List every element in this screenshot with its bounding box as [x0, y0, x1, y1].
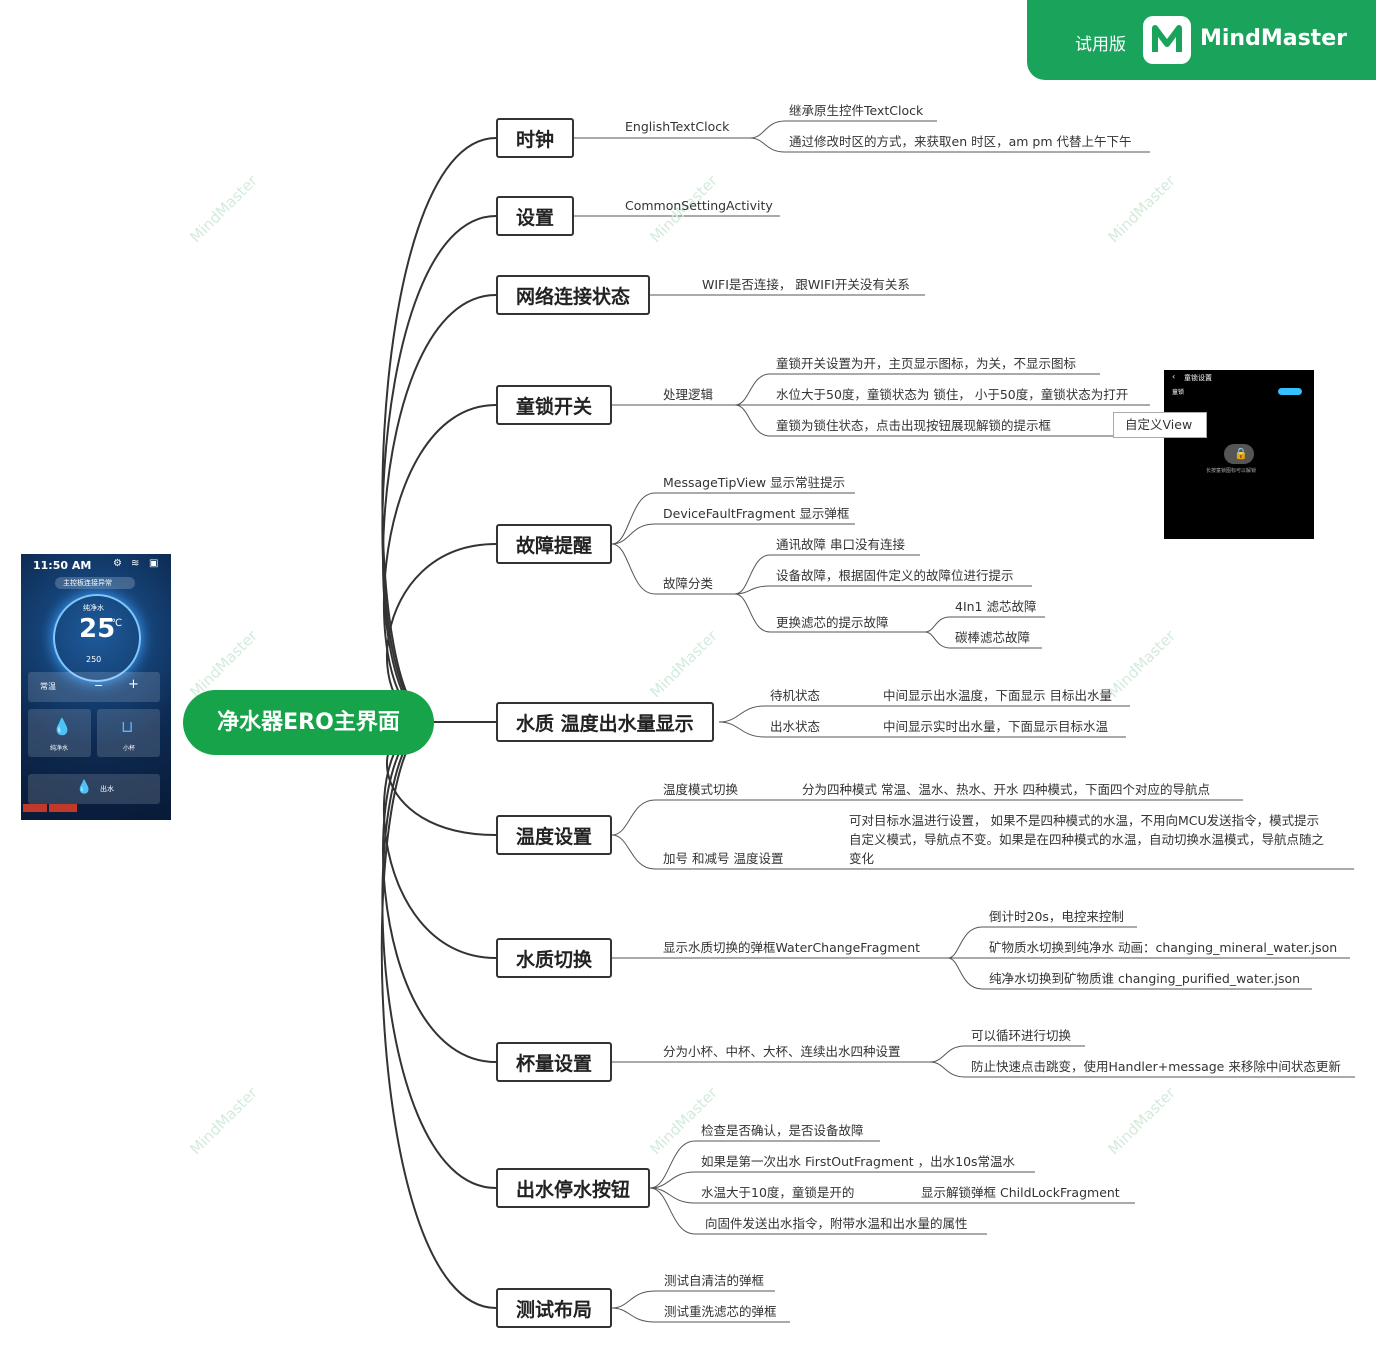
label-button-extra: 显示解锁弹框 ChildLockFragment — [921, 1185, 1120, 1200]
lock-screen-title: 童锁设置 — [1184, 374, 1212, 382]
wifi-icon: ≋ — [131, 558, 140, 569]
label-quality-desc: 中间显示出水温度，下面显示 目标出水量 — [883, 688, 1112, 703]
phone-unit: ℃ — [111, 618, 123, 629]
label-custom-view: 自定义View — [1125, 417, 1193, 432]
red-tag — [49, 804, 77, 812]
label-childlock-leaf: 童锁开关设置为开，主页显示图标，为关，不显示图标 — [776, 356, 1077, 371]
label-cup-leaf: 防止快速点击跳变，使用Handler+message 来移除中间状态更新 — [971, 1059, 1341, 1074]
node-settings: 设置 — [496, 196, 575, 236]
label-childlock-leaf: 童锁为锁住状态，点击出现按钮展现解锁的提示框 — [776, 418, 1052, 433]
childlock-toggle[interactable] — [1278, 388, 1302, 395]
label-button-leaf: 向固件发送出水指令，附带水温和出水量的属性 — [705, 1216, 968, 1231]
label-quality-state: 出水状态 — [770, 719, 821, 734]
label-temp-child: 加号 和减号 温度设置 — [663, 851, 784, 866]
label-test-leaf: 测试重洗滤芯的弹框 — [664, 1304, 777, 1319]
label-temp-desc: 变化 — [849, 851, 875, 866]
label-button-leaf: 水温大于10度，童锁是开的 — [701, 1185, 855, 1200]
label-cup-leaf: 可以循环进行切换 — [971, 1028, 1072, 1043]
node-quality: 水质 温度出水量显示 — [496, 702, 714, 742]
phone-volume: 250 — [86, 655, 102, 664]
trial-badge: 试用版 MindMaster — [1027, 0, 1376, 80]
lock-screen-tip: 长按童锁图标可以解锁 — [1206, 468, 1257, 474]
label-button-leaf: 检查是否确认，是否设备故障 — [701, 1123, 864, 1138]
red-tag — [23, 804, 47, 812]
lock-screen-row: 童锁 — [1172, 389, 1185, 396]
node-button: 出水停水按钮 — [496, 1168, 651, 1208]
plus-icon[interactable]: + — [128, 677, 139, 692]
node-cup: 杯量设置 — [496, 1042, 613, 1082]
tip-bar: 主控板连接异常 — [55, 577, 135, 589]
outflow-label: 出水 — [100, 785, 114, 793]
btn1-label: 纯净水 — [50, 745, 69, 752]
phone-mode: 常温 — [40, 682, 56, 691]
label-switch-leaf: 矿物质水切换到纯净水 动画：changing_mineral_water.jso… — [989, 940, 1338, 955]
settings-icon: ⚙ — [113, 558, 122, 569]
label-fault-leaf: 设备故障，根据固件定义的故障位进行提示 — [776, 568, 1014, 583]
node-childlock: 童锁开关 — [496, 385, 613, 425]
node-clock: 时钟 — [496, 118, 575, 158]
label-test-leaf: 测试自清洁的弹框 — [664, 1273, 765, 1288]
cup-icon: ⊔ — [121, 717, 134, 736]
node-switch: 水质切换 — [496, 938, 613, 978]
label-temp-child: 温度模式切换 — [663, 782, 739, 797]
phone-water: 纯净水 — [83, 604, 104, 612]
btn2-label: 小杯 — [123, 745, 136, 752]
label-temp-desc: 可对目标水温进行设置， 如果不是四种模式的水温，不用向MCU发送指令，模式提示 — [849, 813, 1320, 828]
droplet-icon: 💧 — [52, 717, 72, 736]
label-quality-state: 待机状态 — [770, 688, 821, 703]
node-test: 测试布局 — [496, 1288, 613, 1328]
temp-ring — [53, 594, 141, 682]
label-network-child: WIFI是否连接， 跟WIFI开关没有关系 — [702, 277, 910, 292]
lock-icon: ▣ — [149, 558, 159, 569]
label-quality-desc: 中间显示实时出水量，下面显示目标水温 — [883, 719, 1109, 734]
water-type-button[interactable]: 💧 纯净水 — [28, 709, 91, 757]
label-clock-leaf: 继承原生控件TextClock — [789, 103, 924, 118]
root-node: 净水器ERO主界面 — [183, 690, 434, 755]
mindmaster-logo-icon — [1143, 16, 1191, 64]
label-switch-leaf: 倒计时20s，电控来控制 — [989, 909, 1124, 924]
outflow-button[interactable]: 💧 出水 — [28, 774, 160, 804]
label-temp-desc: 自定义模式，导航点不变。如果是在四种模式的水温，自动切换水温模式，导航点随之 — [849, 832, 1325, 847]
droplet-icon: 💧 — [76, 780, 93, 795]
label-cup-child: 分为小杯、中杯、大杯、连续出水四种设置 — [663, 1044, 901, 1059]
custom-view-box: 自定义View — [1113, 412, 1207, 438]
label-fault-child: MessageTipView 显示常驻提示 — [663, 475, 846, 490]
node-network: 网络连接状态 — [496, 275, 651, 315]
label-temp-desc: 分为四种模式 常温、温水、热水、开水 四种模式，下面四个对应的导航点 — [802, 782, 1210, 797]
minus-icon[interactable]: − — [94, 679, 104, 692]
phone-temp: 25 — [79, 614, 116, 644]
brand-label: MindMaster — [1200, 26, 1347, 51]
label-fault-sub: 碳棒滤芯故障 — [955, 630, 1031, 645]
mode-bar[interactable]: 常温 − + — [28, 672, 160, 702]
label-childlock-child: 处理逻辑 — [663, 387, 714, 402]
phone-tip: 主控板连接异常 — [63, 579, 112, 587]
label-childlock-leaf: 水位大于50度，童锁状态为 锁住， 小于50度，童锁状态为打开 — [776, 387, 1129, 402]
label-clock-leaf: 通过修改时区的方式，来获取en 时区，am pm 代替上午下午 — [789, 134, 1132, 149]
lock-icon: 🔒 — [1224, 444, 1254, 464]
phone-screenshot: 11:50 AM ⚙ ≋ ▣ 主控板连接异常 纯净水 25 ℃ 250 常温 −… — [21, 554, 171, 820]
label-fault-leaf: 更换滤芯的提示故障 — [776, 615, 889, 630]
label-clock-child: EnglishTextClock — [625, 119, 730, 134]
phone-time: 11:50 AM — [33, 559, 92, 572]
node-temp: 温度设置 — [496, 815, 613, 855]
label-fault-sub: 4In1 滤芯故障 — [955, 599, 1037, 614]
label-switch-child: 显示水质切换的弹框WaterChangeFragment — [663, 940, 921, 955]
label-settings-child: CommonSettingActivity — [625, 198, 773, 213]
label-fault-child: 故障分类 — [663, 576, 714, 591]
label-switch-leaf: 纯净水切换到矿物质谁 changing_purified_water.json — [989, 971, 1301, 986]
childlock-screenshot: ‹ 童锁设置 童锁 🔒 长按童锁图标可以解锁 — [1164, 370, 1314, 539]
trial-label: 试用版 — [1075, 35, 1126, 55]
label-fault-leaf: 通讯故障 串口没有连接 — [776, 537, 905, 552]
node-fault: 故障提醒 — [496, 524, 613, 564]
label-fault-child: DeviceFaultFragment 显示弹框 — [663, 506, 850, 521]
cup-button[interactable]: ⊔ 小杯 — [97, 709, 160, 757]
label-button-leaf: 如果是第一次出水 FirstOutFragment ，出水10s常温水 — [701, 1154, 1016, 1169]
back-icon: ‹ — [1172, 372, 1176, 381]
